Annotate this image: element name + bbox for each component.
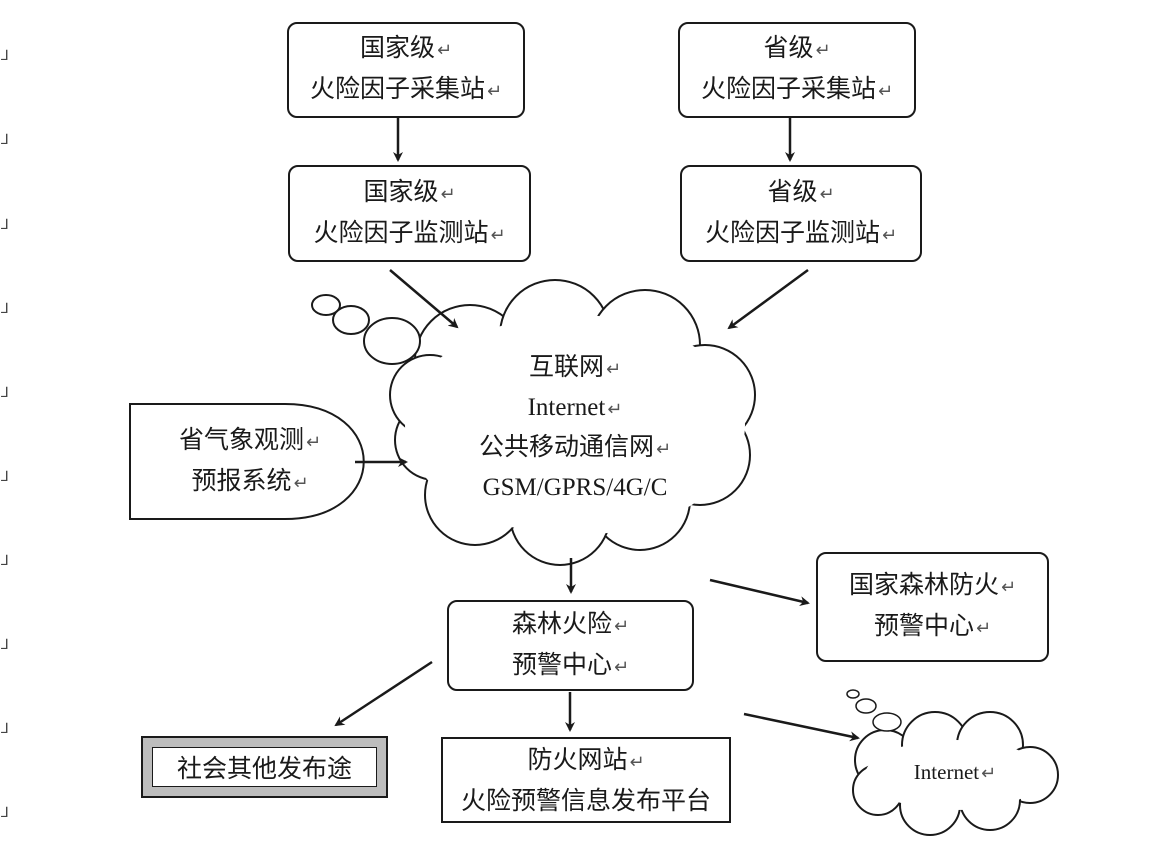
bubble-medium: [332, 305, 370, 335]
node-title: 森林火险: [512, 605, 629, 646]
node-forest-fire-warning-center: 森林火险 预警中心: [447, 600, 694, 691]
cloud-line-protocols: GSM/GPRS/4G/C: [482, 473, 668, 501]
node-internet-cloud: Internet: [880, 750, 1030, 794]
node-title: 省级: [763, 29, 830, 70]
cloud-line-mobile-network: 公共移动通信网: [479, 428, 671, 469]
bubble-small-2: [855, 698, 877, 714]
node-network-cloud: 互联网 Internet 公共移动通信网 GSM/GPRS/4G/C: [420, 342, 730, 512]
arrow-warning-to-other-channels: [334, 660, 433, 727]
node-national-collection-station: 国家级 火险因子采集站: [287, 22, 525, 118]
margin-mark: ⅃: [1, 385, 9, 401]
internet-cloud-label: Internet: [914, 753, 996, 792]
node-title: 省气象观测: [179, 421, 321, 462]
node-title: 国家级: [363, 173, 455, 214]
node-subtitle: 火险因子监测站: [705, 214, 897, 255]
node-subtitle: 火险因子监测站: [313, 214, 505, 255]
margin-mark: ⅃: [1, 553, 9, 569]
bubble-large: [363, 317, 421, 365]
cloud-line-internet-en: Internet: [528, 389, 623, 428]
node-subtitle: 预警中心: [874, 607, 991, 648]
node-subtitle: 预报系统: [191, 462, 308, 503]
margin-mark: ⅃: [1, 637, 9, 653]
arrow-provincial-monitor-to-cloud: [727, 268, 809, 330]
node-title: 防火网站: [527, 741, 644, 782]
node-title: 省级: [767, 173, 834, 214]
margin-mark: ⅃: [1, 48, 9, 64]
margin-mark: ⅃: [1, 132, 9, 148]
node-fire-website-platform: 防火网站 火险预警信息发布平台: [441, 737, 731, 823]
bubble-medium-2: [872, 712, 902, 732]
node-weather-system: 省气象观测 预报系统: [130, 404, 370, 519]
node-subtitle: 火险预警信息发布平台: [460, 785, 711, 815]
node-subtitle: 预警中心: [512, 646, 629, 687]
margin-mark: ⅃: [1, 301, 9, 317]
node-provincial-monitoring-station: 省级 火险因子监测站: [680, 165, 922, 262]
bubble-tiny: [846, 689, 860, 699]
node-provincial-collection-station: 省级 火险因子采集站: [678, 22, 916, 118]
node-title: 国家森林防火: [849, 566, 1016, 607]
bubble-small: [311, 294, 341, 316]
arrow-to-national-center: [709, 578, 810, 607]
cloud-line-internet-cn: 互联网: [529, 348, 621, 389]
margin-mark: ⅃: [1, 469, 9, 485]
margin-mark: ⅃: [1, 217, 9, 233]
node-other-channels-label: 社会其他发布途: [152, 747, 377, 787]
node-subtitle: 火险因子采集站: [310, 70, 502, 111]
node-title: 国家级: [360, 29, 452, 70]
arrow-national-monitor-to-cloud: [389, 269, 459, 329]
margin-mark: ⅃: [1, 721, 9, 737]
node-national-monitoring-station: 国家级 火险因子监测站: [288, 165, 531, 262]
margin-mark: ⅃: [1, 805, 9, 821]
arrow-to-internet: [743, 712, 860, 742]
node-other-channels: 社会其他发布途: [141, 736, 388, 798]
node-national-forest-fire-center: 国家森林防火 预警中心: [816, 552, 1049, 662]
node-subtitle: 火险因子采集站: [701, 70, 893, 111]
